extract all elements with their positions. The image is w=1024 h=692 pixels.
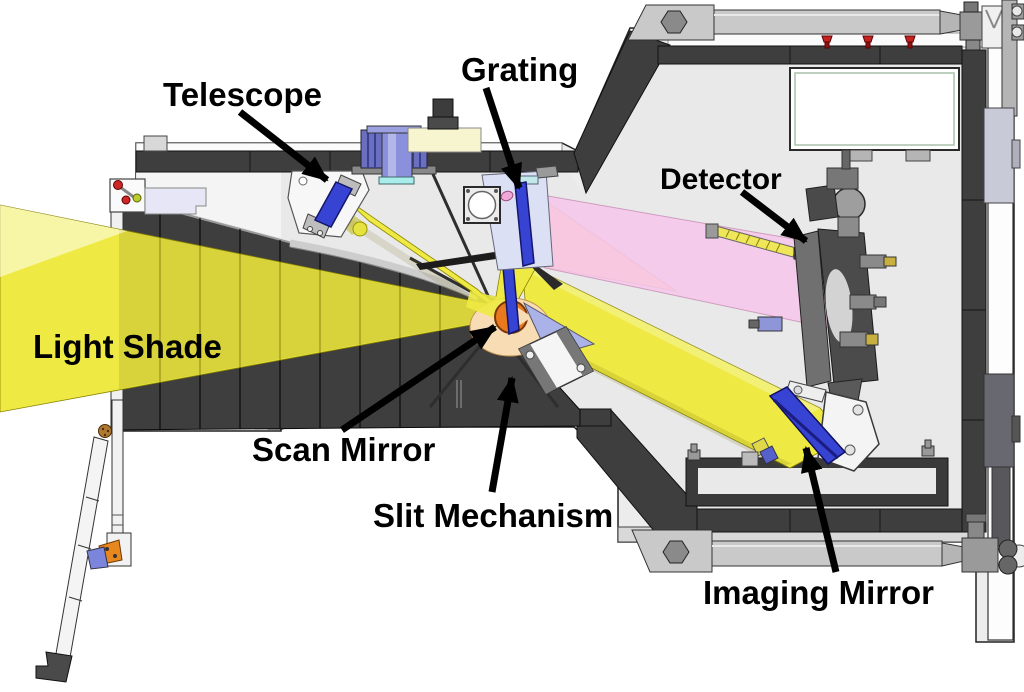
mount-screws — [821, 35, 916, 49]
label-detector: Detector — [660, 163, 782, 196]
label-slit-mechanism: Slit Mechanism — [373, 497, 613, 534]
callout-arrows — [237, 86, 840, 573]
green-indicator — [132, 193, 142, 203]
label-grating: Grating — [461, 51, 578, 88]
imaging-mirror-assembly — [741, 380, 880, 472]
top-strut — [627, 0, 1024, 117]
red-indicator-1 — [113, 180, 123, 190]
radiator-window — [789, 67, 960, 162]
telescope-arrow — [237, 109, 330, 183]
right-side-panels — [983, 107, 1021, 547]
label-telescope: Telescope — [163, 76, 322, 113]
slide-plate — [144, 187, 207, 215]
electronics-box — [407, 98, 482, 153]
grating-arrow — [482, 86, 523, 190]
slit-mechanism-assembly — [517, 301, 596, 395]
red-indicator-2 — [121, 195, 131, 205]
detector-arrow — [739, 189, 809, 244]
detector-assembly — [705, 149, 897, 415]
slit-mechanism-arrow — [488, 376, 519, 493]
support-legs — [35, 399, 132, 683]
scan-mirror-arrow — [340, 324, 497, 433]
bottom-strut — [631, 513, 1024, 575]
label-scan-mirror: Scan Mirror — [252, 431, 436, 468]
label-light-shade: Light Shade — [33, 328, 222, 365]
light-shade-beam — [0, 204, 498, 413]
imaging-beam — [521, 261, 847, 469]
telescope-assembly — [287, 170, 370, 239]
housing-topleft-box — [143, 135, 168, 152]
grating-assembly — [463, 165, 559, 271]
imaging-mirror-arrow — [800, 446, 840, 573]
label-imaging-mirror: Imaging Mirror — [703, 574, 934, 611]
